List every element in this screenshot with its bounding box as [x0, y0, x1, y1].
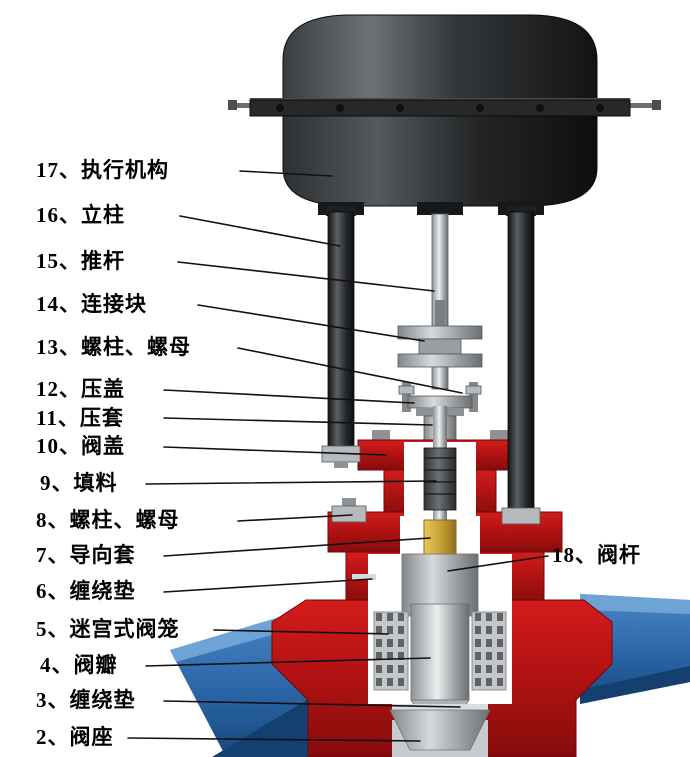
push-rod [431, 213, 449, 327]
column-right [501, 206, 541, 525]
valve-seat [389, 709, 491, 751]
label-18-stem: 18、阀杆 [552, 543, 641, 567]
actuator-flange [249, 99, 631, 117]
label-2-seat: 2、阀座 [36, 725, 114, 749]
label-5-cage: 5、迷宫式阀笼 [36, 617, 180, 641]
column-right-nut [501, 507, 541, 525]
labyrinth-cage-right [471, 611, 507, 691]
label-12-gland: 12、压盖 [36, 377, 125, 401]
label-8-stud-nut: 8、螺柱、螺母 [36, 508, 180, 532]
label-14-connect-block: 14、连接块 [36, 292, 147, 316]
label-16-column: 16、立柱 [36, 203, 125, 227]
label-3-gasket: 3、缠绕垫 [36, 688, 136, 712]
label-15-push-rod: 15、推杆 [36, 249, 125, 273]
label-7-guide-sleeve: 7、导向套 [36, 543, 136, 567]
label-11-sleeve: 11、压套 [36, 406, 124, 430]
packing [423, 447, 457, 511]
label-6-gasket: 6、缠绕垫 [36, 579, 136, 603]
flange-bolt-right [612, 103, 656, 108]
label-13-stud-nut: 13、螺柱、螺母 [36, 335, 191, 359]
stud-nut-lower [331, 498, 367, 523]
labyrinth-cage-left [373, 611, 409, 691]
label-9-packing: 9、填料 [40, 471, 118, 495]
label-10-bonnet: 10、阀盖 [36, 434, 125, 458]
stud-nut-upper [398, 382, 482, 412]
leader-lines [127, 170, 549, 742]
actuator [228, 14, 661, 215]
label-17-actuator: 17、执行机构 [36, 158, 169, 182]
connection-block [397, 325, 483, 390]
wound-gasket-upper [352, 574, 376, 580]
column-left [321, 206, 361, 468]
label-4-plug: 4、阀瓣 [40, 653, 118, 677]
